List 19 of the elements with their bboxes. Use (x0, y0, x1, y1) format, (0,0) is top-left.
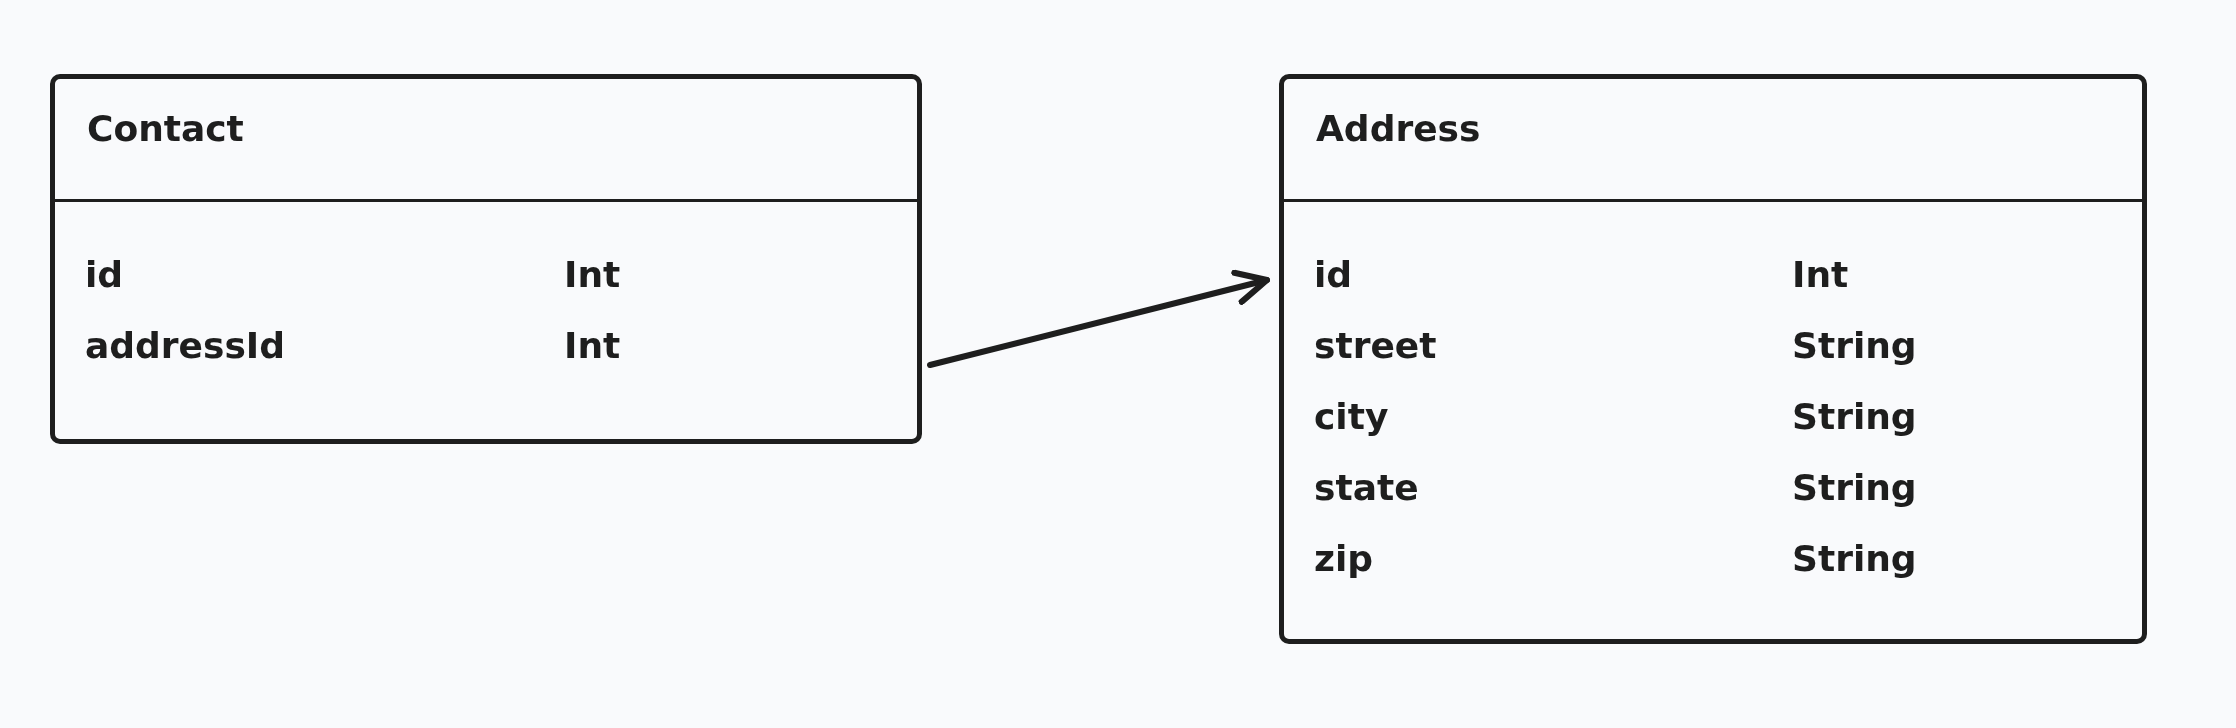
field-type: Int (564, 324, 621, 368)
table-title: Contact (87, 107, 244, 151)
field-type: String (1792, 466, 1917, 510)
entity-table (1279, 74, 2147, 644)
field-type: String (1792, 324, 1917, 368)
field-type: Int (564, 253, 621, 297)
table-title: Address (1316, 107, 1481, 151)
field-name: id (1314, 253, 1353, 297)
field-name: street (1314, 324, 1437, 368)
arrow (927, 269, 1270, 368)
field-type: String (1792, 395, 1917, 439)
field-name: zip (1314, 537, 1374, 581)
field-name: city (1314, 395, 1389, 439)
field-name: state (1314, 466, 1419, 510)
entity-table (50, 74, 922, 444)
field-type: Int (1792, 253, 1849, 297)
field-name: id (85, 253, 124, 297)
field-type: String (1792, 537, 1917, 581)
field-name: addressId (85, 324, 286, 368)
